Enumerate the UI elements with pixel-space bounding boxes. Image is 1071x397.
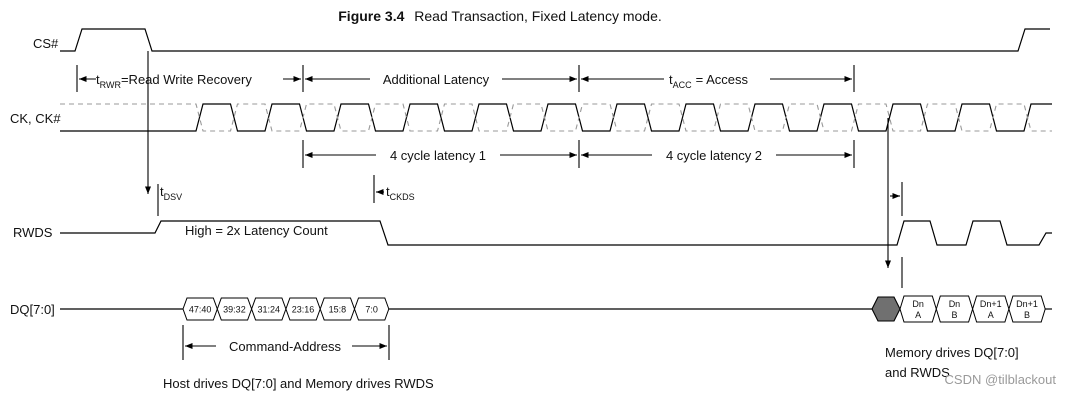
ck-waveform: [60, 103, 1052, 132]
watermark: CSDN @tilblackout: [945, 372, 1057, 387]
data-cell-top: Dn: [912, 299, 924, 309]
t-acc-sub: ACC: [673, 80, 693, 90]
data-cell-top: Dn+1: [1016, 299, 1038, 309]
signal-cs-label: CS#: [33, 36, 59, 51]
reference-lines: [144, 51, 903, 288]
t-acc-label: tACC= Access: [669, 72, 749, 90]
figure-title: Figure 3.4 Read Transaction, Fixed Laten…: [338, 8, 662, 24]
ca-cell-label: 7:0: [365, 305, 378, 315]
rwds-note: High = 2x Latency Count: [185, 223, 328, 238]
t-dsv-label: tDSV: [160, 184, 182, 202]
timing-row: [76, 65, 855, 92]
data-cell-top: Dn: [949, 299, 961, 309]
t-rwr-sub: RWR: [100, 80, 122, 90]
rwds-waveform-initial: [60, 220, 888, 246]
bus-turnaround: [871, 296, 901, 322]
signal-rwds-label: RWDS: [13, 225, 53, 240]
additional-latency-label: Additional Latency: [383, 72, 490, 87]
t-rwr-text: =Read Write Recovery: [121, 72, 252, 87]
data-cell-bottom: A: [915, 310, 921, 320]
t-rwr-t: t: [96, 72, 100, 87]
data-cell-bottom: B: [951, 310, 957, 320]
t-dsv-t: t: [160, 184, 164, 199]
latency-2-label: 4 cycle latency 2: [666, 148, 762, 163]
t-ckds-sub: CKDS: [390, 192, 415, 202]
rwds-waveform-data: [888, 220, 1052, 246]
ca-cell-label: 15:8: [329, 305, 347, 315]
data-cell-top: Dn+1: [980, 299, 1002, 309]
ca-cell-shape: [353, 297, 390, 321]
ca-cell-label: 31:24: [257, 305, 280, 315]
ca-cell-label: 23:16: [292, 305, 315, 315]
command-address-label: Command-Address: [229, 339, 341, 354]
command-address-cells: 47:40 39:32 31:24 23:16 15:8 7:0: [182, 297, 390, 321]
t-acc-text: = Access: [696, 72, 749, 87]
ck-dashed: [60, 103, 1052, 132]
t-acc-t: t: [669, 72, 673, 87]
t-dsv-sub: DSV: [164, 192, 183, 202]
ck-solid: [60, 103, 1052, 132]
memory-drives-note-line2: and RWDS: [885, 365, 950, 380]
ca-cell-label: 47:40: [189, 305, 212, 315]
t-ckds-label: tCKDS: [386, 184, 415, 202]
ca-cell-label: 39:32: [223, 305, 246, 315]
data-cell-bottom: A: [988, 310, 994, 320]
figure-caption: Read Transaction, Fixed Latency mode.: [414, 8, 661, 24]
host-drives-note: Host drives DQ[7:0] and Memory drives RW…: [163, 376, 434, 391]
memory-drives-note-line1: Memory drives DQ[7:0]: [885, 345, 1019, 360]
latency-row: [302, 140, 855, 168]
latency-1-label: 4 cycle latency 1: [390, 148, 486, 163]
data-cell-bottom: B: [1024, 310, 1030, 320]
t-ckds-t: t: [386, 184, 390, 199]
figure-number: Figure 3.4: [338, 8, 404, 24]
command-address-arrow: [182, 325, 390, 360]
signal-dq-label: DQ[7:0]: [10, 302, 55, 317]
cs-waveform: [60, 28, 1050, 52]
signal-ck-label: CK, CK#: [10, 111, 61, 126]
t-rwr-label: tRWR=Read Write Recovery: [96, 72, 252, 90]
